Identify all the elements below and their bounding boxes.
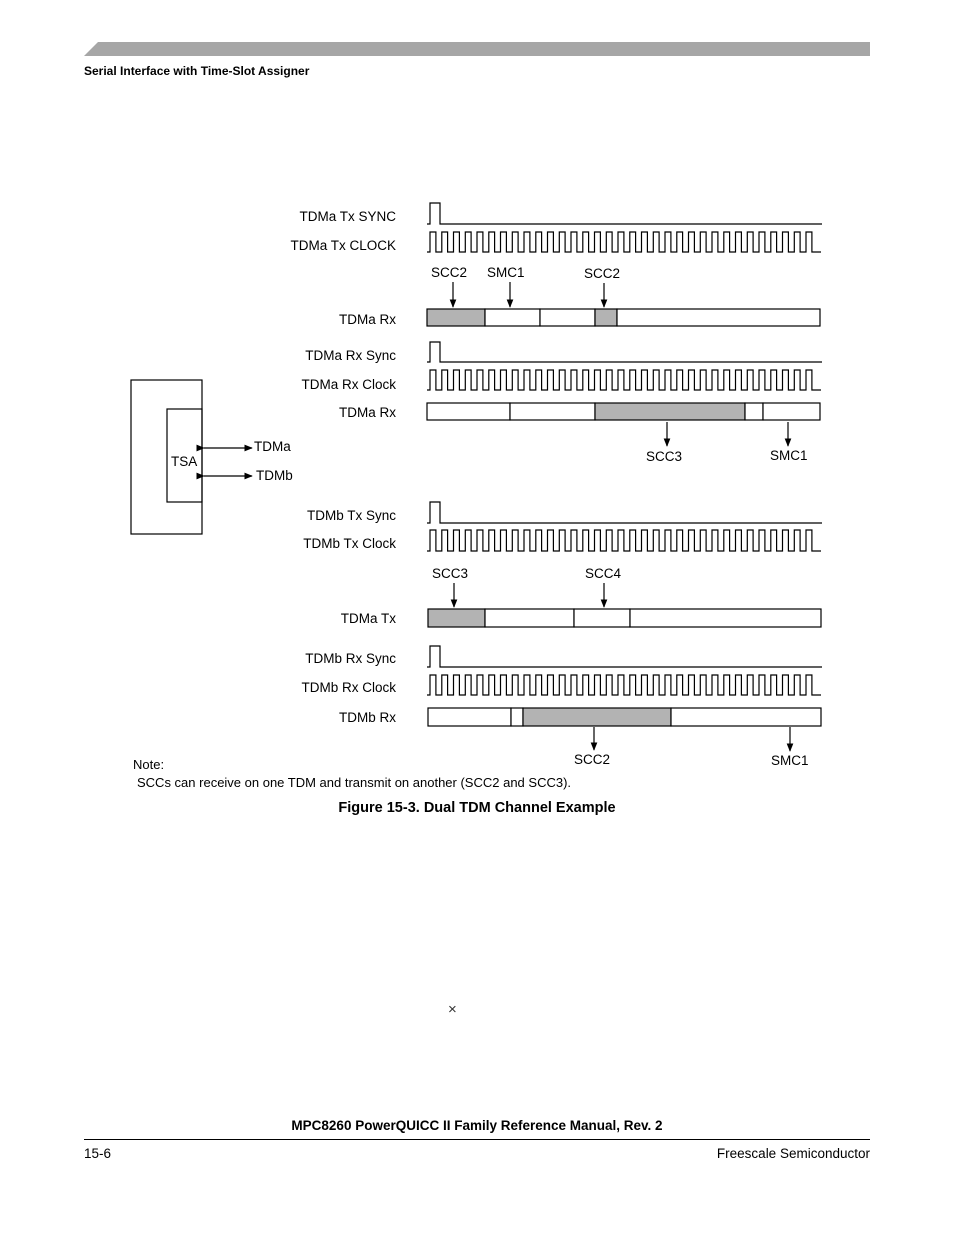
label-tdmb-rx-clock: TDMb Rx Clock	[301, 680, 396, 695]
label-tdmb-tx-sync: TDMb Tx Sync	[307, 508, 396, 523]
label-tdmb-rx-sync: TDMb Rx Sync	[305, 651, 396, 666]
figure-note: Note: SCCs can receive on one TDM and tr…	[133, 756, 571, 792]
slot-label-scc3: SCC3	[646, 449, 682, 464]
slot-label-scc2: SCC2	[574, 752, 610, 767]
label-tdma-tx-clock: TDMa Tx CLOCK	[290, 238, 396, 253]
label-tdmb-tx-clock: TDMb Tx Clock	[303, 536, 396, 551]
company-name: Freescale Semiconductor	[716, 1146, 870, 1161]
header-bar	[84, 42, 870, 56]
tdma-rx-bottom-frame	[426, 402, 821, 421]
figure-caption: Figure 15-3. Dual TDM Channel Example	[338, 800, 616, 816]
slot-label-smc1: SMC1	[771, 753, 809, 768]
label-tdma-tx: TDMa Tx	[341, 611, 397, 626]
footer-rule	[84, 1139, 870, 1140]
tdmb-tx-sync-waveform	[427, 501, 822, 524]
tdma-rx-clock-waveform	[427, 369, 821, 391]
label-tdmb-rx: TDMb Rx	[339, 710, 396, 725]
label-tdma-tx-sync: TDMa Tx SYNC	[299, 209, 396, 224]
section-title: Serial Interface with Time-Slot Assigner	[84, 64, 310, 78]
slot-label-scc4: SCC4	[585, 566, 622, 581]
cross-mark: ×	[448, 1001, 457, 1018]
tdmb-rx-sync-waveform	[427, 645, 822, 668]
tdma-rx-top-frame	[426, 308, 821, 327]
note-body: SCCs can receive on one TDM and transmit…	[137, 775, 572, 790]
tdmb-port-label: TDMb	[256, 468, 293, 483]
slot-label-smc1: SMC1	[487, 265, 525, 280]
label-tdma-rx-sync: TDMa Rx Sync	[305, 348, 396, 363]
slot-label-scc3: SCC3	[432, 566, 468, 581]
tdmb-tx-clock-waveform	[427, 529, 821, 552]
tdma-tx-clock-waveform	[427, 231, 821, 253]
tsa-inner-box	[166, 408, 203, 503]
tdma-rx-sync-waveform	[427, 341, 822, 363]
slot-label-scc2: SCC2	[584, 266, 620, 281]
label-tdma-rx-clock: TDMa Rx Clock	[301, 377, 396, 392]
tdma-port-label: TDMa	[254, 439, 291, 454]
tdma-tx-frame	[427, 608, 822, 628]
label-tdma-rx-top: TDMa Rx	[339, 312, 396, 327]
note-title: Note:	[133, 757, 165, 772]
tdmb-rx-frame	[427, 707, 822, 727]
tsa-label: TSA	[171, 454, 197, 469]
slot-label-smc1: SMC1	[770, 448, 808, 463]
slot-label-scc2: SCC2	[431, 265, 467, 280]
footer-manual-title: MPC8260 PowerQUICC II Family Reference M…	[291, 1118, 663, 1133]
tdma-tx-sync-waveform	[427, 202, 822, 225]
tdmb-rx-clock-waveform	[427, 674, 821, 696]
label-tdma-rx-bottom: TDMa Rx	[339, 405, 396, 420]
page-number: 15-6	[84, 1146, 112, 1161]
